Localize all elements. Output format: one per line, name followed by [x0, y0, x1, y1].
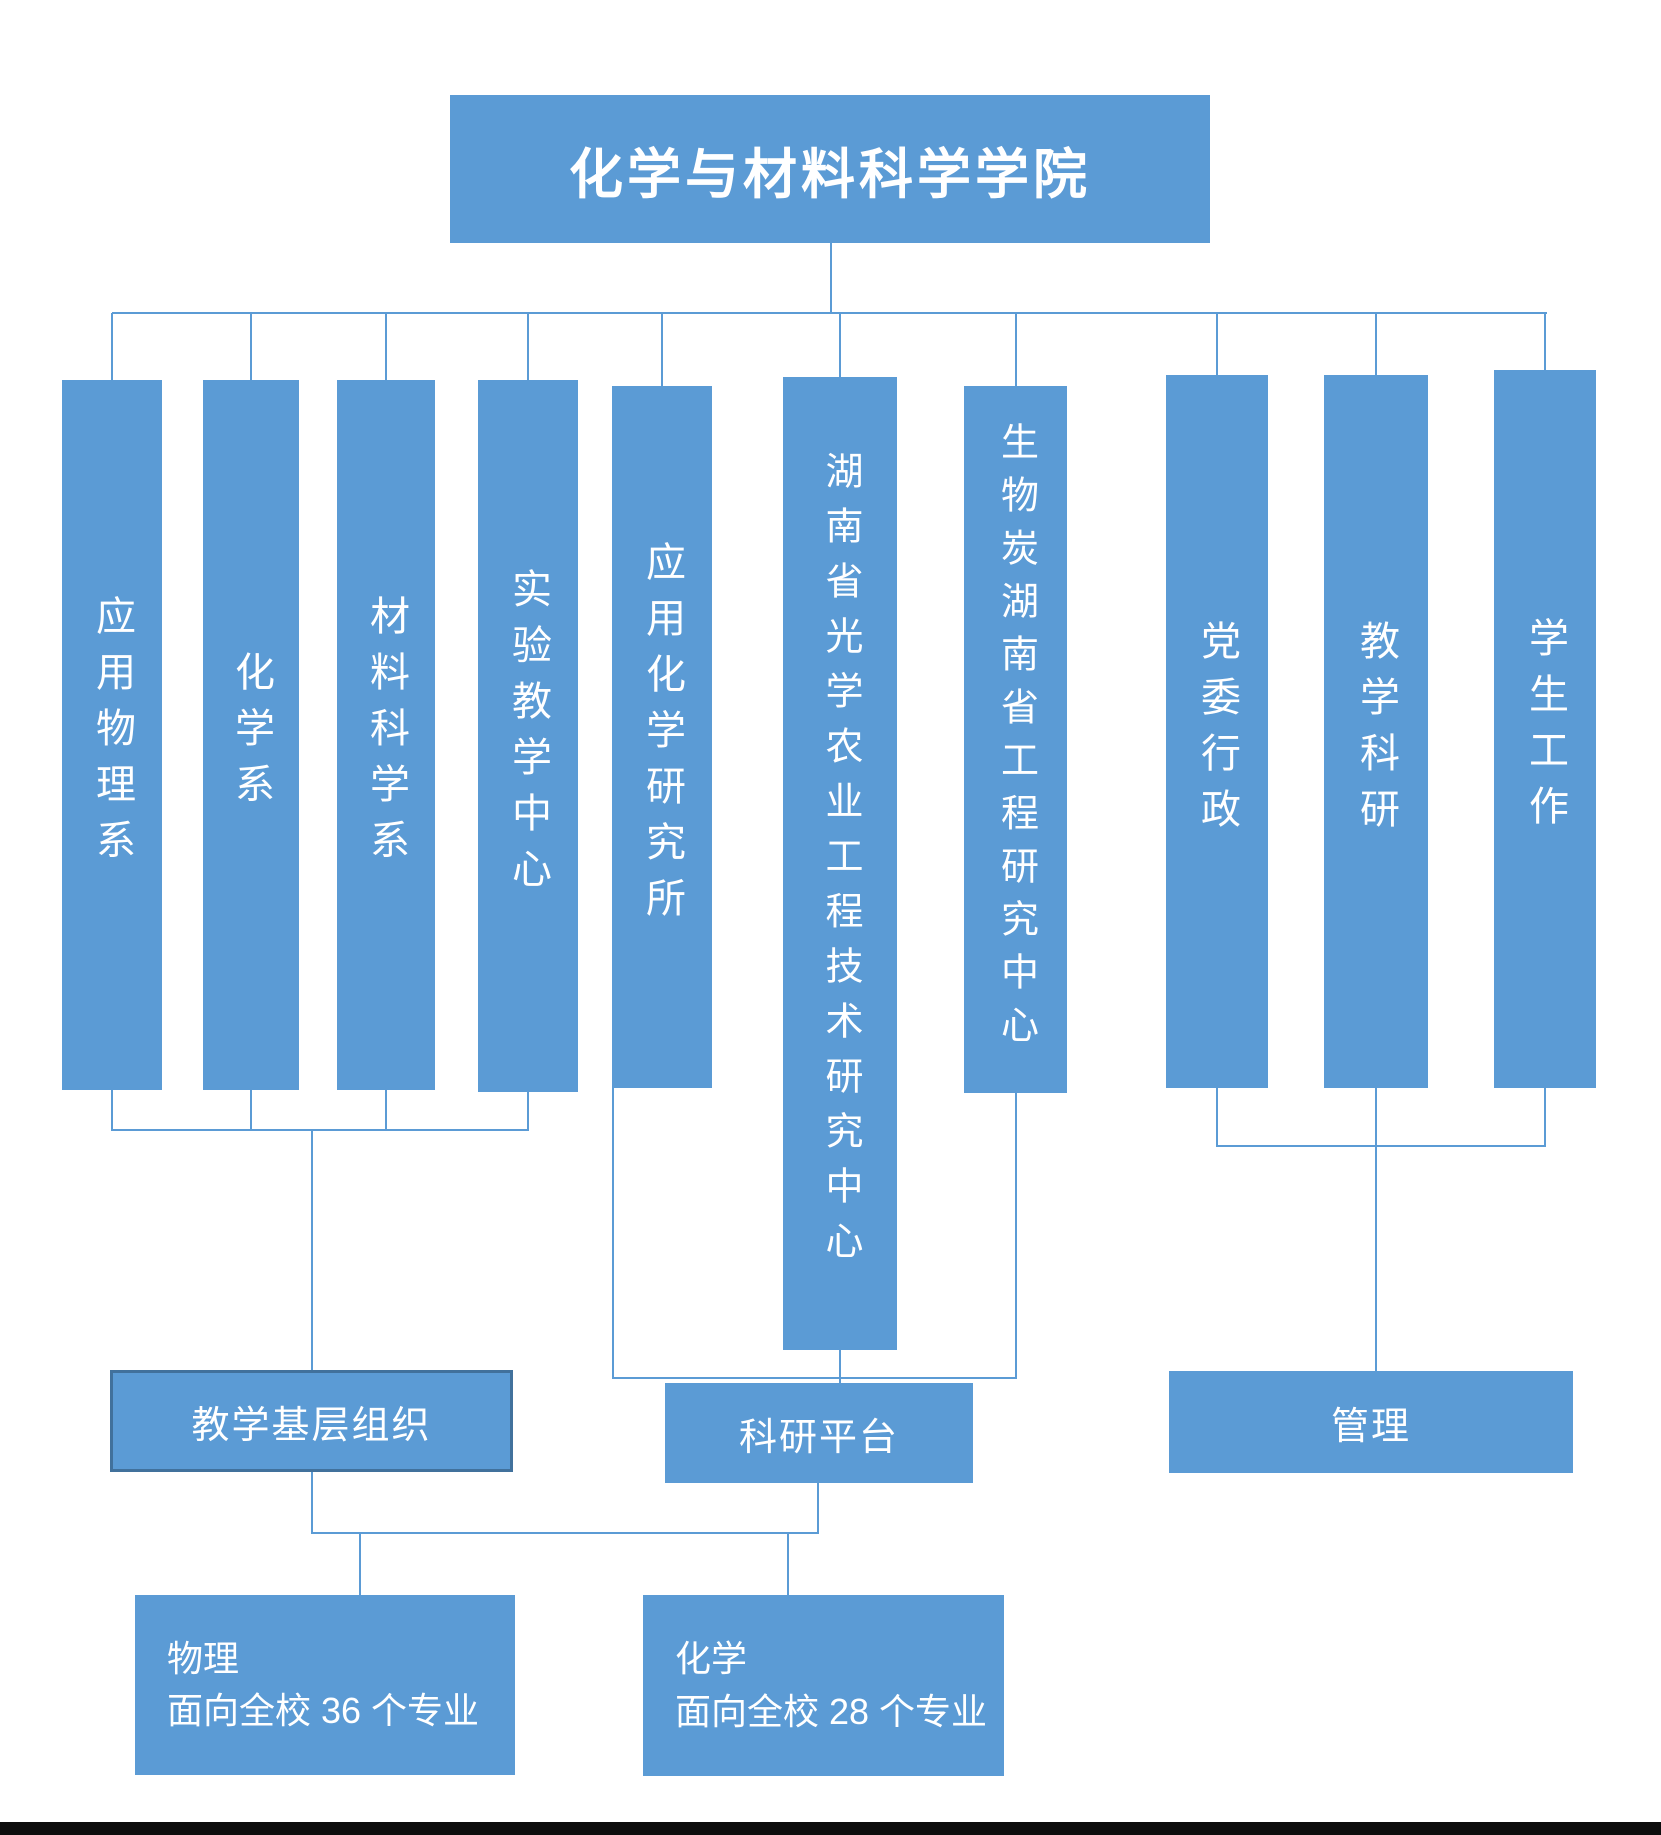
- dept-student-affairs: 学生工作: [1494, 370, 1596, 1088]
- root-title: 化学与材料科学学院: [569, 144, 1091, 205]
- connector-drop-1: [111, 313, 113, 380]
- connector-drop-5: [661, 313, 663, 386]
- connector-mgmt-rail: [1216, 1145, 1546, 1147]
- dept-party-administration: 党委行政: [1166, 375, 1268, 1088]
- connector-drop-6: [839, 313, 841, 377]
- connector-research-mid-drop: [839, 1350, 841, 1383]
- program-title: 物理: [167, 1637, 240, 1679]
- dept-label: 教学科研: [1354, 619, 1398, 844]
- connector-research-left-drop: [612, 1088, 614, 1377]
- dept-label: 应用物理系: [90, 595, 134, 875]
- connector-header-rail: [112, 312, 1547, 314]
- group-teaching-basic-organization: 教学基层组织: [110, 1370, 513, 1472]
- dept-label: 化学系: [229, 651, 273, 819]
- bottom-bar: [0, 1822, 1661, 1835]
- dept-applied-chemistry-institute: 应用化学研究所: [612, 386, 712, 1088]
- connector-bottom-left-drop: [311, 1472, 313, 1532]
- dept-teaching-research: 教学科研: [1324, 375, 1428, 1088]
- connector-mgmt-stub-9: [1375, 1088, 1377, 1145]
- connector-mgmt-stub-10: [1544, 1088, 1546, 1145]
- connector-drop-9: [1375, 313, 1377, 375]
- group-research-platform: 科研平台: [665, 1383, 973, 1483]
- connector-drop-10: [1544, 313, 1546, 370]
- program-scope: 面向全校 28 个专业: [675, 1690, 988, 1732]
- connector-stub-3: [385, 1090, 387, 1129]
- connector-research-rail: [612, 1377, 1017, 1379]
- connector-drop-3: [385, 313, 387, 380]
- connector-trunk: [830, 243, 832, 313]
- group-management: 管理: [1169, 1371, 1573, 1473]
- connector-stub-4: [527, 1092, 529, 1129]
- connector-teaching-drop: [311, 1129, 313, 1370]
- dept-applied-physics: 应用物理系: [62, 380, 162, 1090]
- connector-research-right-drop: [1015, 1093, 1017, 1377]
- dept-label: 学生工作: [1523, 617, 1567, 841]
- connector-drop-8: [1216, 313, 1218, 375]
- dept-label: 实验教学中心: [506, 568, 550, 904]
- connector-drop-4: [527, 313, 529, 380]
- program-physics: 物理 面向全校 36 个专业: [135, 1595, 515, 1775]
- dept-experimental-teaching-center: 实验教学中心: [478, 380, 578, 1092]
- dept-label: 应用化学研究所: [640, 541, 684, 933]
- group-label: 管理: [1330, 1405, 1411, 1448]
- dept-biochar-hunan-engineering-center: 生物炭湖南省工程研究中心: [964, 386, 1067, 1093]
- connector-bottom-right-drop: [817, 1483, 819, 1532]
- dept-materials-science: 材料科学系: [337, 380, 435, 1090]
- dept-label: 材料科学系: [364, 595, 408, 875]
- dept-hunan-optical-agriculture-center: 湖南省光学农业工程技术研究中心: [783, 377, 897, 1350]
- connector-stub-2: [250, 1090, 252, 1129]
- group-label: 科研平台: [738, 1416, 899, 1459]
- connector-chemistry-drop: [787, 1532, 789, 1595]
- group-label: 教学基层组织: [191, 1404, 432, 1447]
- program-chemistry: 化学 面向全校 28 个专业: [643, 1595, 1004, 1776]
- program-scope: 面向全校 36 个专业: [167, 1690, 480, 1731]
- connector-drop-2: [250, 313, 252, 380]
- dept-label: 湖南省光学农业工程技术研究中心: [819, 451, 861, 1276]
- root-box-college: 化学与材料科学学院: [450, 95, 1210, 243]
- dept-label: 生物炭湖南省工程研究中心: [994, 421, 1037, 1058]
- connector-bottom-rail: [311, 1532, 819, 1534]
- connector-mgmt-stub-8: [1216, 1088, 1218, 1145]
- connector-stub-1: [111, 1090, 113, 1129]
- connector-drop-7: [1015, 313, 1017, 386]
- connector-physics-drop: [359, 1532, 361, 1595]
- dept-label: 党委行政: [1195, 619, 1239, 844]
- program-title: 化学: [675, 1638, 748, 1680]
- connector-mgmt-drop: [1375, 1145, 1377, 1371]
- dept-chemistry: 化学系: [203, 380, 299, 1090]
- connector-teaching-rail: [111, 1129, 529, 1131]
